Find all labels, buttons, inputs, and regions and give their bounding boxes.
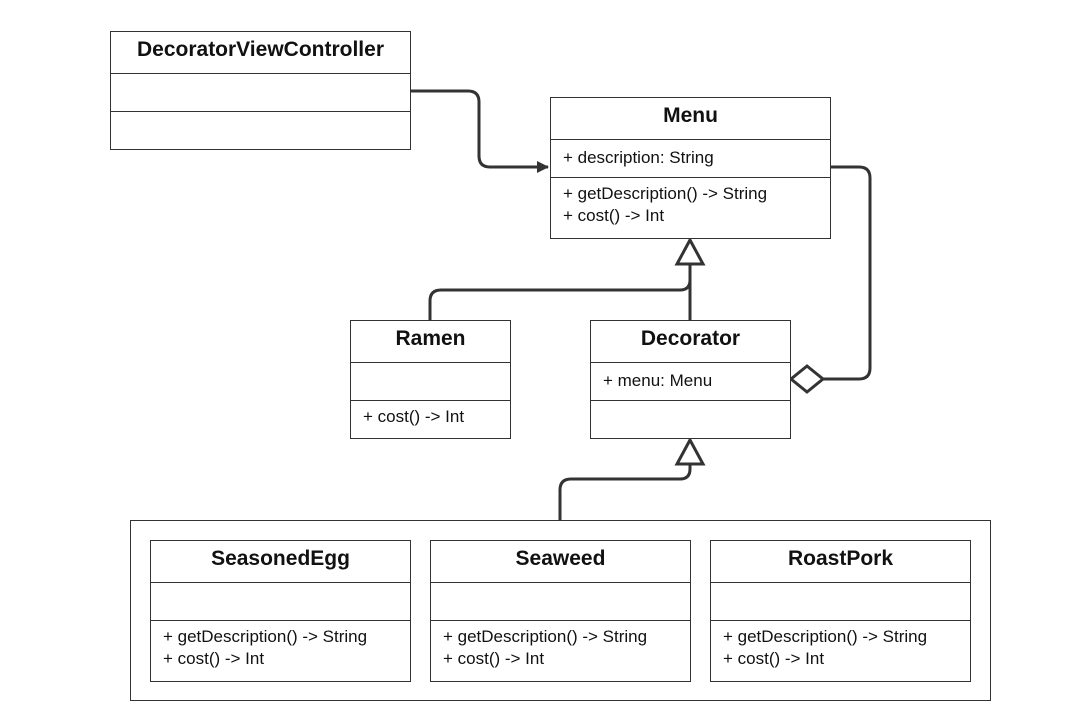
- operations-compartment: + getDescription() -> String + cost() ->…: [151, 621, 410, 670]
- attributes-compartment: + menu: Menu: [591, 363, 790, 401]
- attribute: + description: String: [563, 148, 714, 167]
- attributes-compartment: [351, 363, 510, 401]
- attributes-compartment: [711, 583, 970, 621]
- class-name: SeasonedEgg: [151, 541, 410, 583]
- class-seasonedegg[interactable]: SeasonedEgg + getDescription() -> String…: [150, 540, 411, 682]
- operations-compartment: [111, 112, 410, 117]
- operations-compartment: + cost() -> Int: [351, 401, 510, 428]
- operations-compartment: + getDescription() -> String + cost() ->…: [551, 178, 830, 227]
- class-roastpork[interactable]: RoastPork + getDescription() -> String +…: [710, 540, 971, 682]
- aggregation-diamond: [788, 364, 826, 394]
- operation: + cost() -> Int: [163, 649, 265, 668]
- generalization-triangle-decorator: [674, 436, 706, 466]
- class-name: Seaweed: [431, 541, 690, 583]
- attributes-compartment: [151, 583, 410, 621]
- operation: + cost() -> Int: [563, 206, 665, 225]
- attribute: + menu: Menu: [603, 371, 713, 390]
- class-name: Ramen: [351, 321, 510, 363]
- association-dvc-menu: [410, 89, 549, 173]
- operation: + cost() -> Int: [443, 649, 545, 668]
- operation: + cost() -> Int: [363, 407, 465, 426]
- generalization-ramen-menu: [428, 264, 692, 320]
- class-menu[interactable]: Menu + description: String + getDescript…: [550, 97, 831, 239]
- operation: + getDescription() -> String: [163, 627, 368, 646]
- operations-compartment: + getDescription() -> String + cost() ->…: [431, 621, 690, 670]
- operations-compartment: [591, 401, 790, 406]
- aggregation-menu-decorator: [823, 165, 872, 381]
- operations-compartment: + getDescription() -> String + cost() ->…: [711, 621, 970, 670]
- generalization-triangle-menu: [674, 236, 706, 266]
- class-name: Decorator: [591, 321, 790, 363]
- attributes-compartment: [431, 583, 690, 621]
- attributes-compartment: + description: String: [551, 140, 830, 178]
- operation: + getDescription() -> String: [443, 627, 648, 646]
- class-ramen[interactable]: Ramen + cost() -> Int: [350, 320, 511, 439]
- generalization-group-decorator: [558, 464, 692, 520]
- class-name: DecoratorViewController: [111, 32, 410, 74]
- class-decorator[interactable]: Decorator + menu: Menu: [590, 320, 791, 439]
- concrete-decorators-group: [130, 520, 991, 701]
- class-name: Menu: [551, 98, 830, 140]
- operation: + cost() -> Int: [723, 649, 825, 668]
- class-seaweed[interactable]: Seaweed + getDescription() -> String + c…: [430, 540, 691, 682]
- class-decoratorviewcontroller[interactable]: DecoratorViewController: [110, 31, 411, 150]
- class-name: RoastPork: [711, 541, 970, 583]
- attributes-compartment: [111, 74, 410, 112]
- operation: + getDescription() -> String: [723, 627, 928, 646]
- operation: + getDescription() -> String: [563, 184, 768, 203]
